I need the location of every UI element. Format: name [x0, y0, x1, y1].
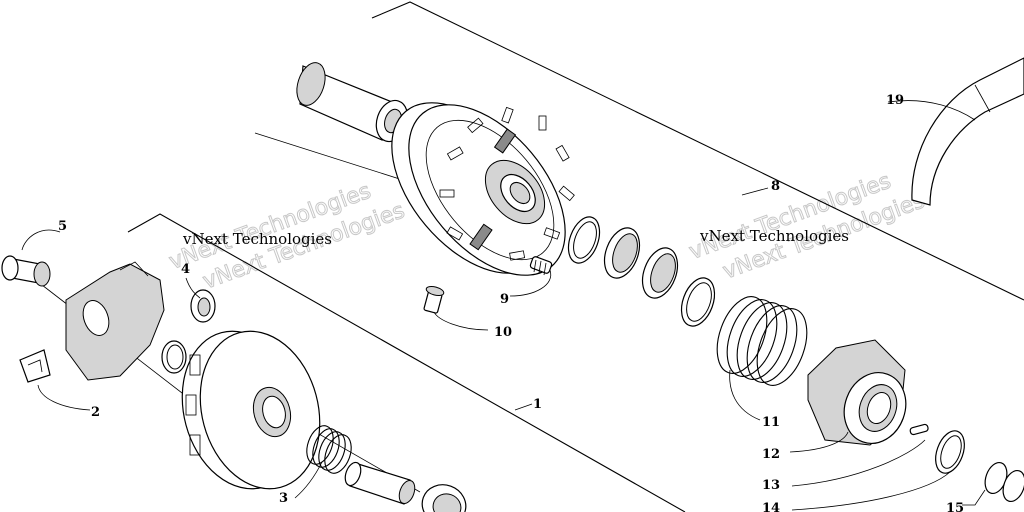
- watermark-right: vNext Technologies: [699, 227, 849, 245]
- bushing-top-b: [641, 247, 679, 299]
- washer-15: [984, 461, 1024, 503]
- bushing-top-a: [603, 227, 641, 279]
- label-8: 8: [771, 179, 780, 194]
- sleeve-primary: [344, 461, 416, 505]
- label-1: 1: [533, 397, 542, 412]
- screw-10: [423, 285, 445, 314]
- leader-lines: [21, 100, 986, 511]
- label-9: 9: [500, 292, 509, 307]
- sheave-bushing: [296, 62, 409, 143]
- label-14: 14: [762, 501, 780, 512]
- drive-belt-19: [911, 57, 1024, 206]
- roller-5: [1, 255, 51, 287]
- label-2: 2: [91, 405, 100, 420]
- slider-button-9: [529, 256, 553, 276]
- bushing-primary-end: [421, 484, 467, 512]
- watermark-left: vNext Technologies: [182, 230, 332, 248]
- clip-2: [19, 349, 51, 383]
- bushing-4: [190, 289, 216, 323]
- label-10: 10: [494, 325, 512, 340]
- label-12: 12: [762, 447, 780, 462]
- label-3: 3: [279, 491, 288, 506]
- snap-ring-14: [935, 430, 965, 474]
- label-13: 13: [762, 478, 780, 493]
- helix-cam-12: [807, 339, 907, 446]
- label-15: 15: [946, 501, 964, 512]
- spider-cam: [65, 261, 165, 381]
- snap-ring-top: [567, 216, 601, 264]
- label-11: 11: [762, 415, 780, 430]
- moveable-sheave: [181, 330, 321, 490]
- label-19: 19: [886, 93, 904, 108]
- snap-ring-mid: [680, 277, 716, 327]
- label-4: 4: [181, 262, 190, 277]
- part-labels: 19 8 9 10 11 12 13 14 15 5 4 1 2 3: [58, 93, 964, 512]
- spring-11: [716, 296, 808, 386]
- secondary-sheave: [391, 102, 575, 276]
- pin-13: [909, 423, 929, 436]
- ring-small-primary: [161, 340, 187, 374]
- label-5: 5: [58, 219, 67, 234]
